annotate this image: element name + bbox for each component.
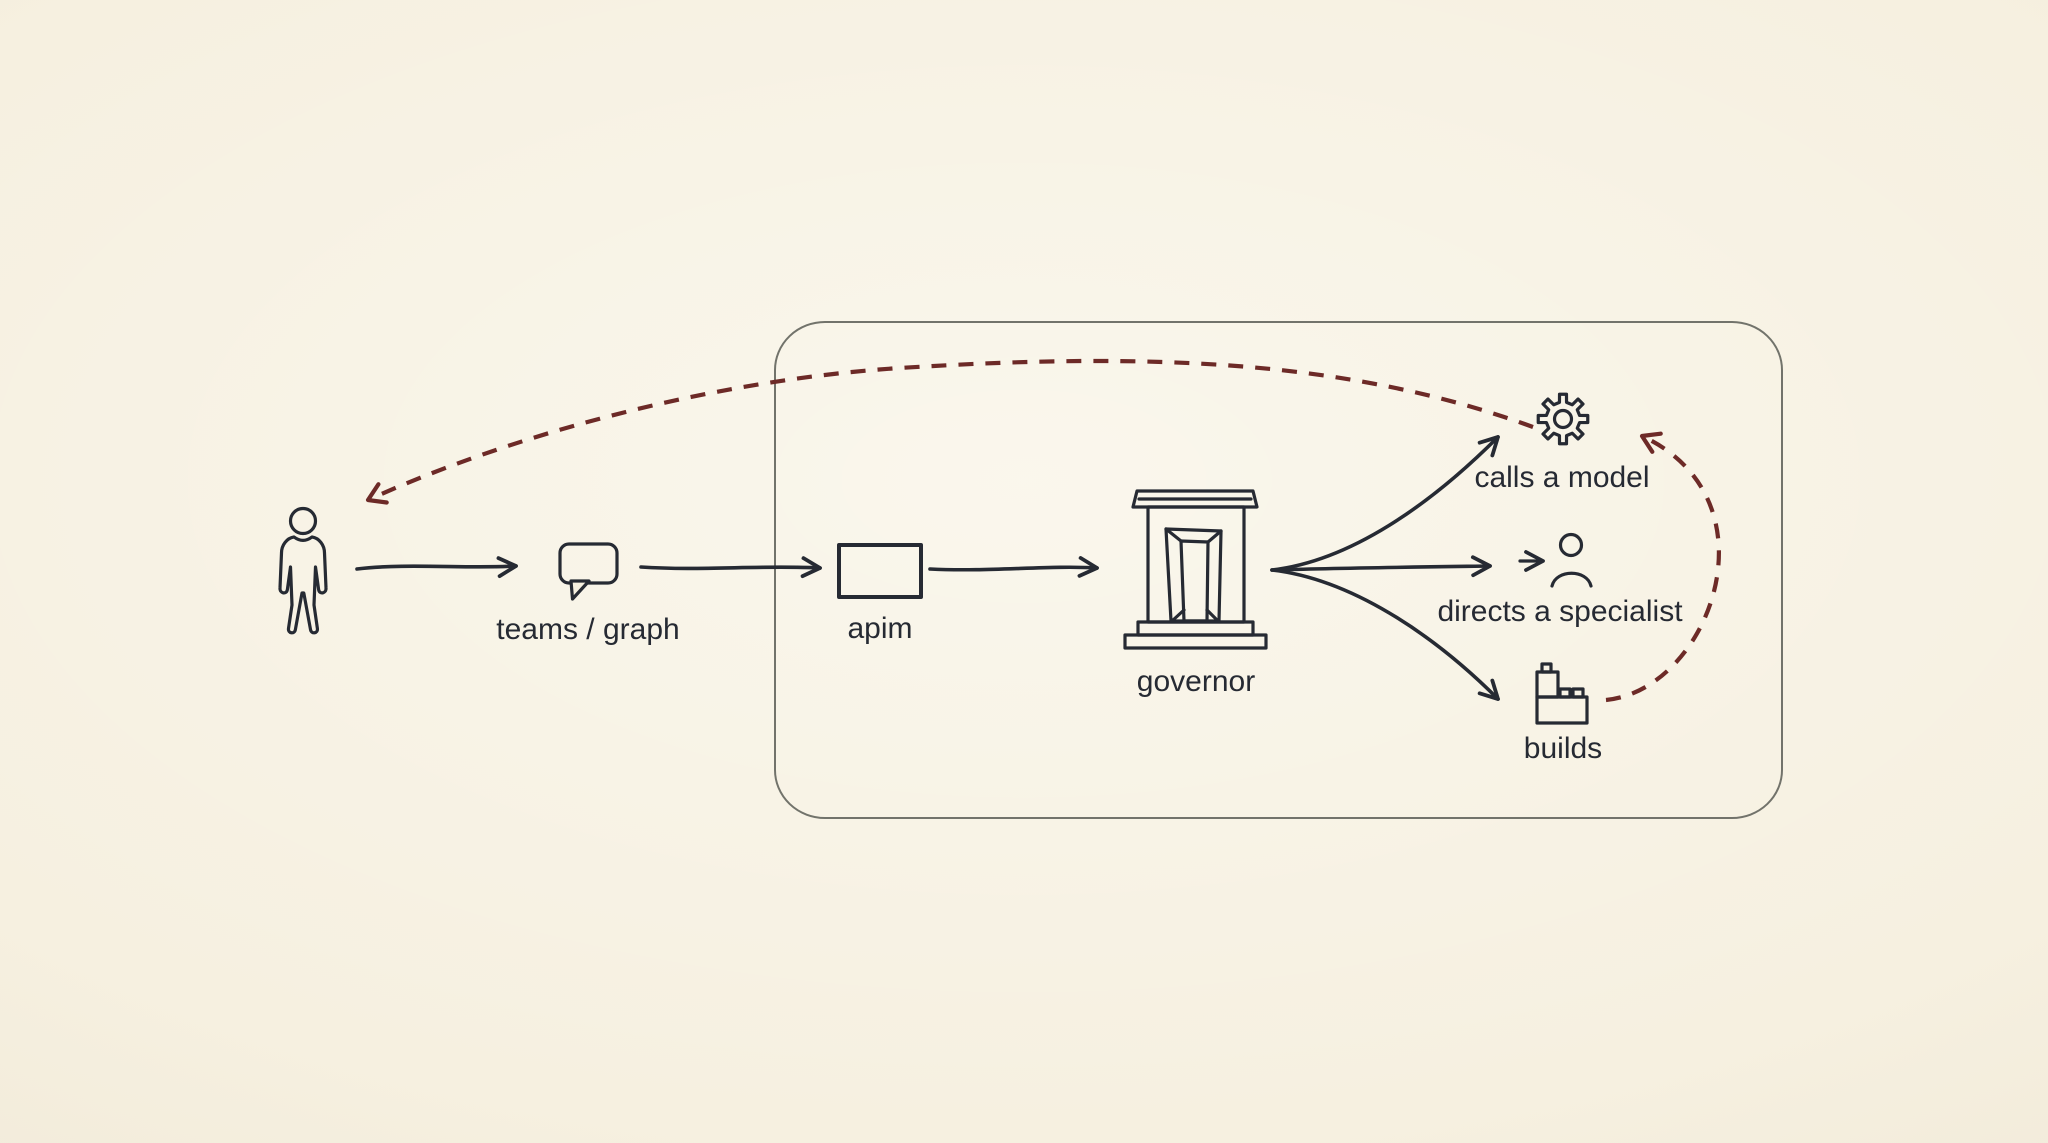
dashed-loop-arrow-builds-to-model bbox=[1605, 431, 1721, 703]
arrow-apim-to-governor bbox=[928, 556, 1099, 578]
building-blocks-icon bbox=[1535, 662, 1589, 725]
person-icon bbox=[278, 506, 328, 635]
arrow-person-icon bbox=[1518, 532, 1593, 588]
governance-boundary-box bbox=[774, 321, 1783, 819]
arrow-user-to-teams bbox=[355, 556, 518, 578]
chat-bubble-icon bbox=[558, 542, 619, 601]
apim-label: apim bbox=[847, 612, 912, 645]
governor-label: governor bbox=[1137, 665, 1255, 698]
teams-label: teams / graph bbox=[496, 613, 679, 646]
builds-label: builds bbox=[1524, 732, 1602, 765]
gear-icon bbox=[1536, 392, 1590, 446]
arrow-teams-to-apim bbox=[639, 556, 822, 579]
apim-box bbox=[837, 543, 923, 599]
arrow-governor-to-builds bbox=[1270, 568, 1500, 701]
dashed-return-arrow-model-to-user bbox=[365, 358, 1534, 505]
arrow-governor-to-model bbox=[1270, 435, 1500, 572]
calls-model-label: calls a model bbox=[1474, 461, 1649, 494]
directs-specialist-label: directs a specialist bbox=[1437, 595, 1683, 628]
arrow-governor-to-specialist bbox=[1270, 555, 1492, 578]
governor-gate-icon bbox=[1123, 489, 1268, 650]
